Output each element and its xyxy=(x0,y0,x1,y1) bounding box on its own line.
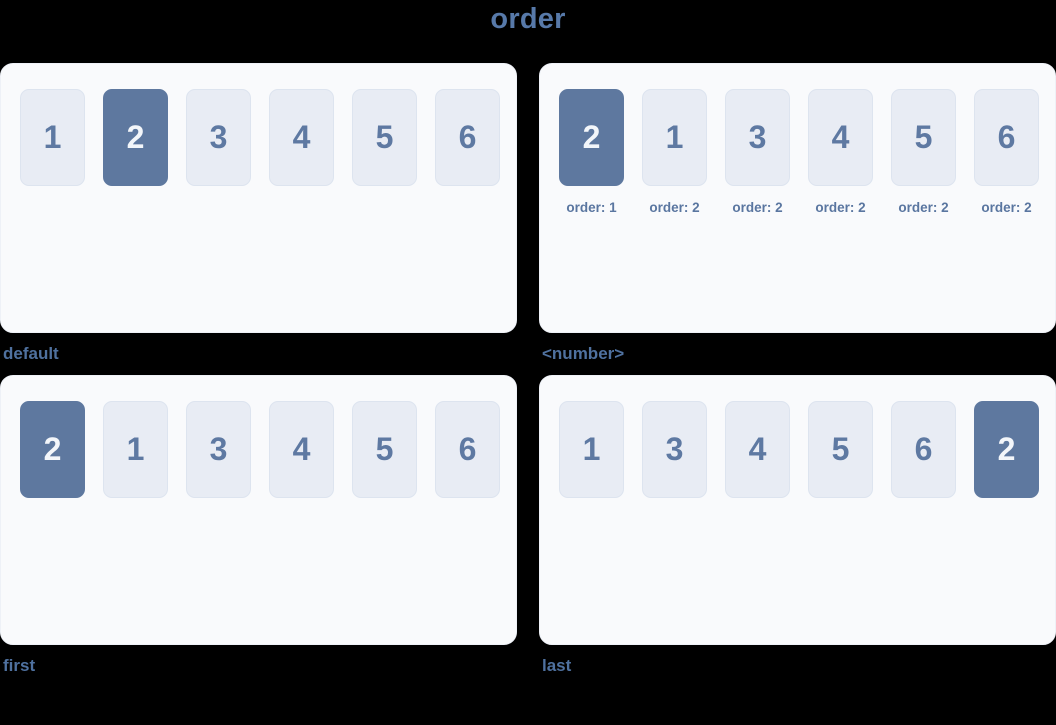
card-number: 2 xyxy=(997,431,1016,467)
flex-item-card: 1 xyxy=(20,89,85,186)
flex-item-card: 5 xyxy=(891,89,956,186)
flex-item-card: 4 xyxy=(725,401,790,498)
flex-item-group: 5 xyxy=(352,89,417,186)
flex-item-card: 5 xyxy=(808,401,873,498)
flex-item-card: 3 xyxy=(186,89,251,186)
flex-item-group: 2 xyxy=(974,401,1039,498)
flex-demo-panel: 1 2 3 4 5 6 xyxy=(0,63,517,333)
flex-item-card: 3 xyxy=(186,401,251,498)
flex-item-card: 5 xyxy=(352,89,417,186)
flex-item-group: 5 xyxy=(808,401,873,498)
flex-item-group: 3 order: 2 xyxy=(725,89,790,215)
flex-item-group: 6 order: 2 xyxy=(974,89,1039,215)
card-number: 3 xyxy=(665,431,684,467)
flex-item-group: 6 xyxy=(435,401,500,498)
flex-item-card: 1 xyxy=(103,401,168,498)
card-number: 1 xyxy=(126,431,145,467)
card-number: 6 xyxy=(458,431,477,467)
card-number: 6 xyxy=(997,119,1016,155)
flex-item-group: 1 xyxy=(103,401,168,498)
demo-panel-block: 2 1 3 4 5 6 first xyxy=(0,375,517,687)
flex-item-group: 5 xyxy=(352,401,417,498)
flex-demo-panel: 1 3 4 5 6 2 xyxy=(539,375,1056,645)
card-number: 2 xyxy=(126,119,145,155)
card-number: 5 xyxy=(375,119,394,155)
order-caption: order: 2 xyxy=(981,200,1032,215)
flex-item-card: 2 xyxy=(559,89,624,186)
flex-item-card: 3 xyxy=(725,89,790,186)
flex-item-group: 2 xyxy=(103,89,168,186)
panel-label: last xyxy=(542,656,572,675)
card-number: 4 xyxy=(292,119,311,155)
flex-item-group: 3 xyxy=(186,89,251,186)
card-number: 1 xyxy=(43,119,62,155)
flex-item-group: 3 xyxy=(642,401,707,498)
flex-item-group: 1 xyxy=(559,401,624,498)
demo-panel-block: 1 3 4 5 6 2 last xyxy=(539,375,1056,687)
flex-item-group: 1 xyxy=(20,89,85,186)
card-number: 3 xyxy=(209,431,228,467)
panel-label: first xyxy=(3,656,36,675)
flex-item-group: 4 xyxy=(269,401,334,498)
flex-item-card: 1 xyxy=(559,401,624,498)
flex-item-group: 6 xyxy=(891,401,956,498)
flex-item-card: 4 xyxy=(808,89,873,186)
flex-item-card: 6 xyxy=(891,401,956,498)
flex-demo-panel: 2 1 3 4 5 6 xyxy=(0,375,517,645)
page-title: order xyxy=(490,3,566,35)
order-caption: order: 2 xyxy=(898,200,949,215)
card-number: 4 xyxy=(748,431,767,467)
order-caption: order: 2 xyxy=(649,200,700,215)
flex-item-group: 4 order: 2 xyxy=(808,89,873,215)
flex-item-card: 6 xyxy=(435,401,500,498)
flex-item-card: 2 xyxy=(103,89,168,186)
card-number: 4 xyxy=(831,119,850,155)
order-caption: order: 1 xyxy=(566,200,617,215)
flex-item-card: 3 xyxy=(642,401,707,498)
card-number: 5 xyxy=(375,431,394,467)
card-number: 3 xyxy=(748,119,767,155)
flex-item-card: 5 xyxy=(352,401,417,498)
demo-panel-block: 2 order: 1 1 order: 2 3 order: 2 4 order… xyxy=(539,63,1056,375)
flex-item-card: 6 xyxy=(435,89,500,186)
card-number: 1 xyxy=(582,431,601,467)
card-number: 6 xyxy=(914,431,933,467)
demo-grid: 1 2 3 4 5 6 default xyxy=(0,63,1056,687)
flex-item-card: 2 xyxy=(974,401,1039,498)
panel-label: default xyxy=(3,344,59,363)
flex-item-group: 4 xyxy=(269,89,334,186)
order-caption: order: 2 xyxy=(815,200,866,215)
flex-item-card: 2 xyxy=(20,401,85,498)
flex-item-group: 5 order: 2 xyxy=(891,89,956,215)
flex-item-group: 1 order: 2 xyxy=(642,89,707,215)
card-number: 4 xyxy=(292,431,311,467)
order-caption: order: 2 xyxy=(732,200,783,215)
flex-item-card: 4 xyxy=(269,89,334,186)
demo-panel-block: 1 2 3 4 5 6 default xyxy=(0,63,517,375)
flex-item-group: 2 xyxy=(20,401,85,498)
flex-item-group: 3 xyxy=(186,401,251,498)
flex-item-card: 6 xyxy=(974,89,1039,186)
card-number: 1 xyxy=(665,119,684,155)
card-number: 5 xyxy=(914,119,933,155)
flex-item-card: 1 xyxy=(642,89,707,186)
card-number: 3 xyxy=(209,119,228,155)
card-number: 5 xyxy=(831,431,850,467)
panel-label: <number> xyxy=(542,344,625,363)
flex-item-group: 4 xyxy=(725,401,790,498)
flex-item-group: 6 xyxy=(435,89,500,186)
card-number: 6 xyxy=(458,119,477,155)
flex-item-group: 2 order: 1 xyxy=(559,89,624,215)
flex-item-card: 4 xyxy=(269,401,334,498)
flex-demo-panel: 2 order: 1 1 order: 2 3 order: 2 4 order… xyxy=(539,63,1056,333)
card-number: 2 xyxy=(43,431,62,467)
card-number: 2 xyxy=(582,119,601,155)
